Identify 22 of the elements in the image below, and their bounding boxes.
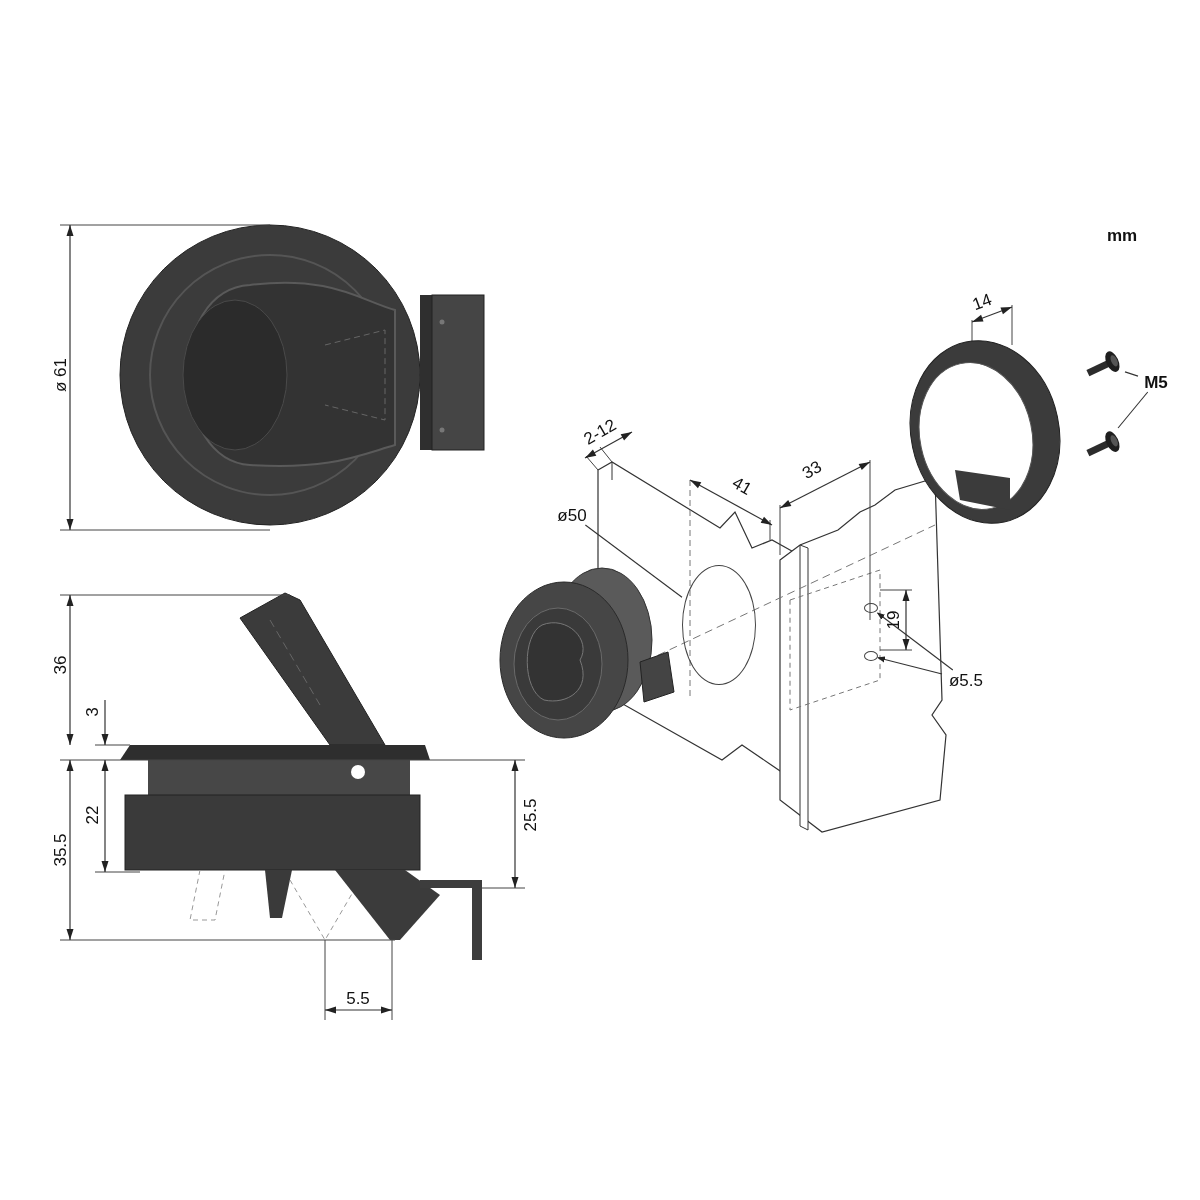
callout-label: ø50 <box>550 505 594 525</box>
dimension-label: 35.5 <box>51 833 69 867</box>
dimension-label: 22 <box>83 805 101 825</box>
leader-line <box>877 612 954 671</box>
cutout-circle <box>682 565 756 685</box>
dimension-label: mm <box>1106 226 1138 244</box>
leader-line <box>584 524 683 598</box>
callout-label: M5 <box>1138 372 1174 392</box>
dimension-label: 33 <box>799 457 825 483</box>
dimension-label: 14 <box>970 290 994 314</box>
dimension-label: 19 <box>884 610 902 630</box>
dimension-label: 25.5 <box>521 798 539 832</box>
dimension-label: 3 <box>83 707 101 717</box>
callout-label: ø5.5 <box>942 670 990 690</box>
dimension-label: ø 61 <box>51 358 69 392</box>
dimension-label: 36 <box>51 655 69 675</box>
leader-line <box>1117 391 1149 429</box>
leader-line <box>1124 371 1139 377</box>
leader-line <box>877 656 943 675</box>
dimension-label: 5.5 <box>346 989 370 1007</box>
dimension-label: 41 <box>729 473 755 499</box>
dimension-label: 2-12 <box>581 416 619 448</box>
